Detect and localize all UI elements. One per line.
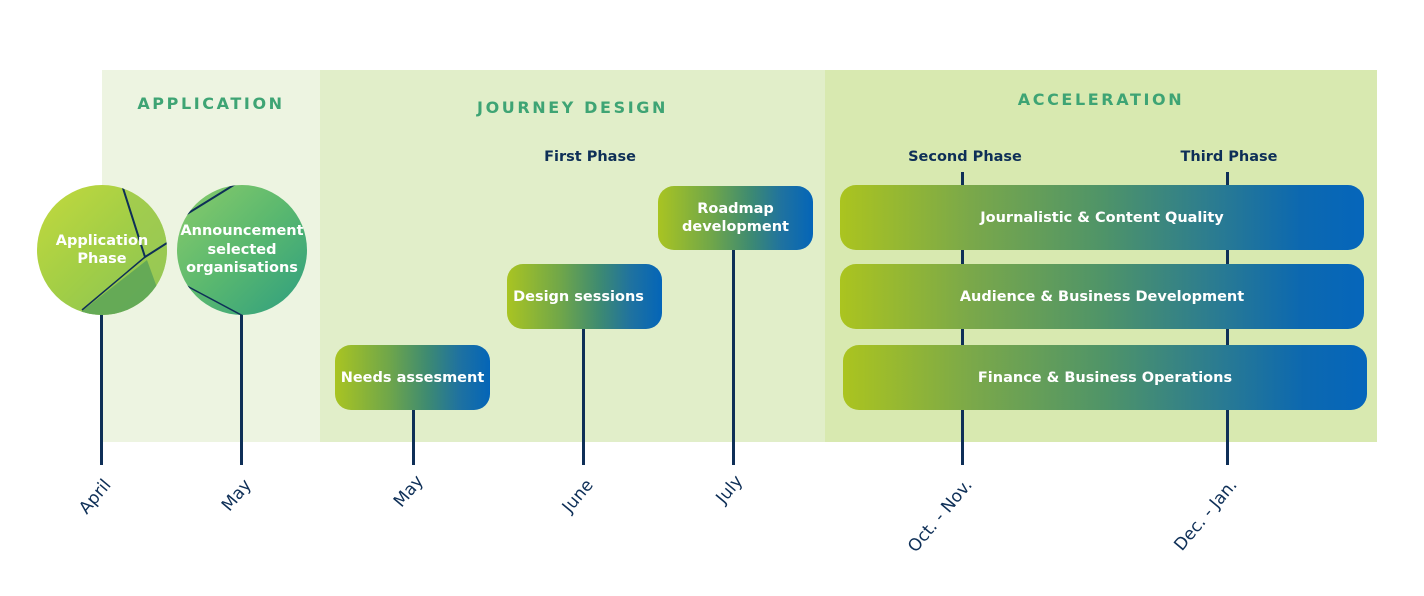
stem-april xyxy=(100,300,103,465)
design-sessions-pill: Design sessions xyxy=(507,264,662,329)
journey-design-title: JOURNEY DESIGN xyxy=(477,98,668,117)
date-label-oct-nov: Oct. - Nov. xyxy=(904,475,977,557)
second-phase-label: Second Phase xyxy=(908,149,1022,165)
date-label-june: June xyxy=(558,475,598,517)
date-label-dec-jan: Dec. - Jan. xyxy=(1170,475,1242,555)
needs-assessment-pill: Needs assesment xyxy=(335,345,490,410)
track-label: Journalistic & Content Quality xyxy=(980,209,1224,226)
design-sessions-label: Design sessions xyxy=(513,288,644,305)
roadmap-development-pill: Roadmap development xyxy=(658,186,813,250)
acceleration-title: ACCELERATION xyxy=(1017,90,1185,109)
date-label-july: July xyxy=(712,471,748,508)
stem-may-1 xyxy=(240,300,243,465)
roadmap-development-label: Roadmap development xyxy=(681,201,789,235)
first-phase-label: First Phase xyxy=(544,149,636,165)
application-phase-label: Application Phase xyxy=(55,232,149,268)
date-label-may: May xyxy=(389,471,428,512)
stem-july xyxy=(732,240,735,465)
date-label-may: May xyxy=(217,475,256,516)
third-phase-label: Third Phase xyxy=(1180,149,1278,165)
application-title: APPLICATION xyxy=(137,94,285,113)
leaf-pattern-icon xyxy=(77,185,167,315)
track-journalistic-content-quality: Journalistic & Content Quality xyxy=(840,185,1364,250)
application-phase-circle: Application Phase xyxy=(37,185,167,315)
announcement-label: Announcement selected organisations xyxy=(180,223,304,277)
track-label: Finance & Business Operations xyxy=(977,369,1233,386)
announcement-circle: Announcement selected organisations xyxy=(177,185,307,315)
stem-may-2 xyxy=(412,400,415,465)
needs-assessment-label: Needs assesment xyxy=(340,369,485,386)
track-finance-business-operations: Finance & Business Operations xyxy=(843,345,1367,410)
stem-june xyxy=(582,320,585,465)
track-audience-business-development: Audience & Business Development xyxy=(840,264,1364,329)
date-label-april: April xyxy=(75,475,116,519)
leaf-pattern-icon xyxy=(181,185,243,315)
track-label: Audience & Business Development xyxy=(959,288,1245,305)
